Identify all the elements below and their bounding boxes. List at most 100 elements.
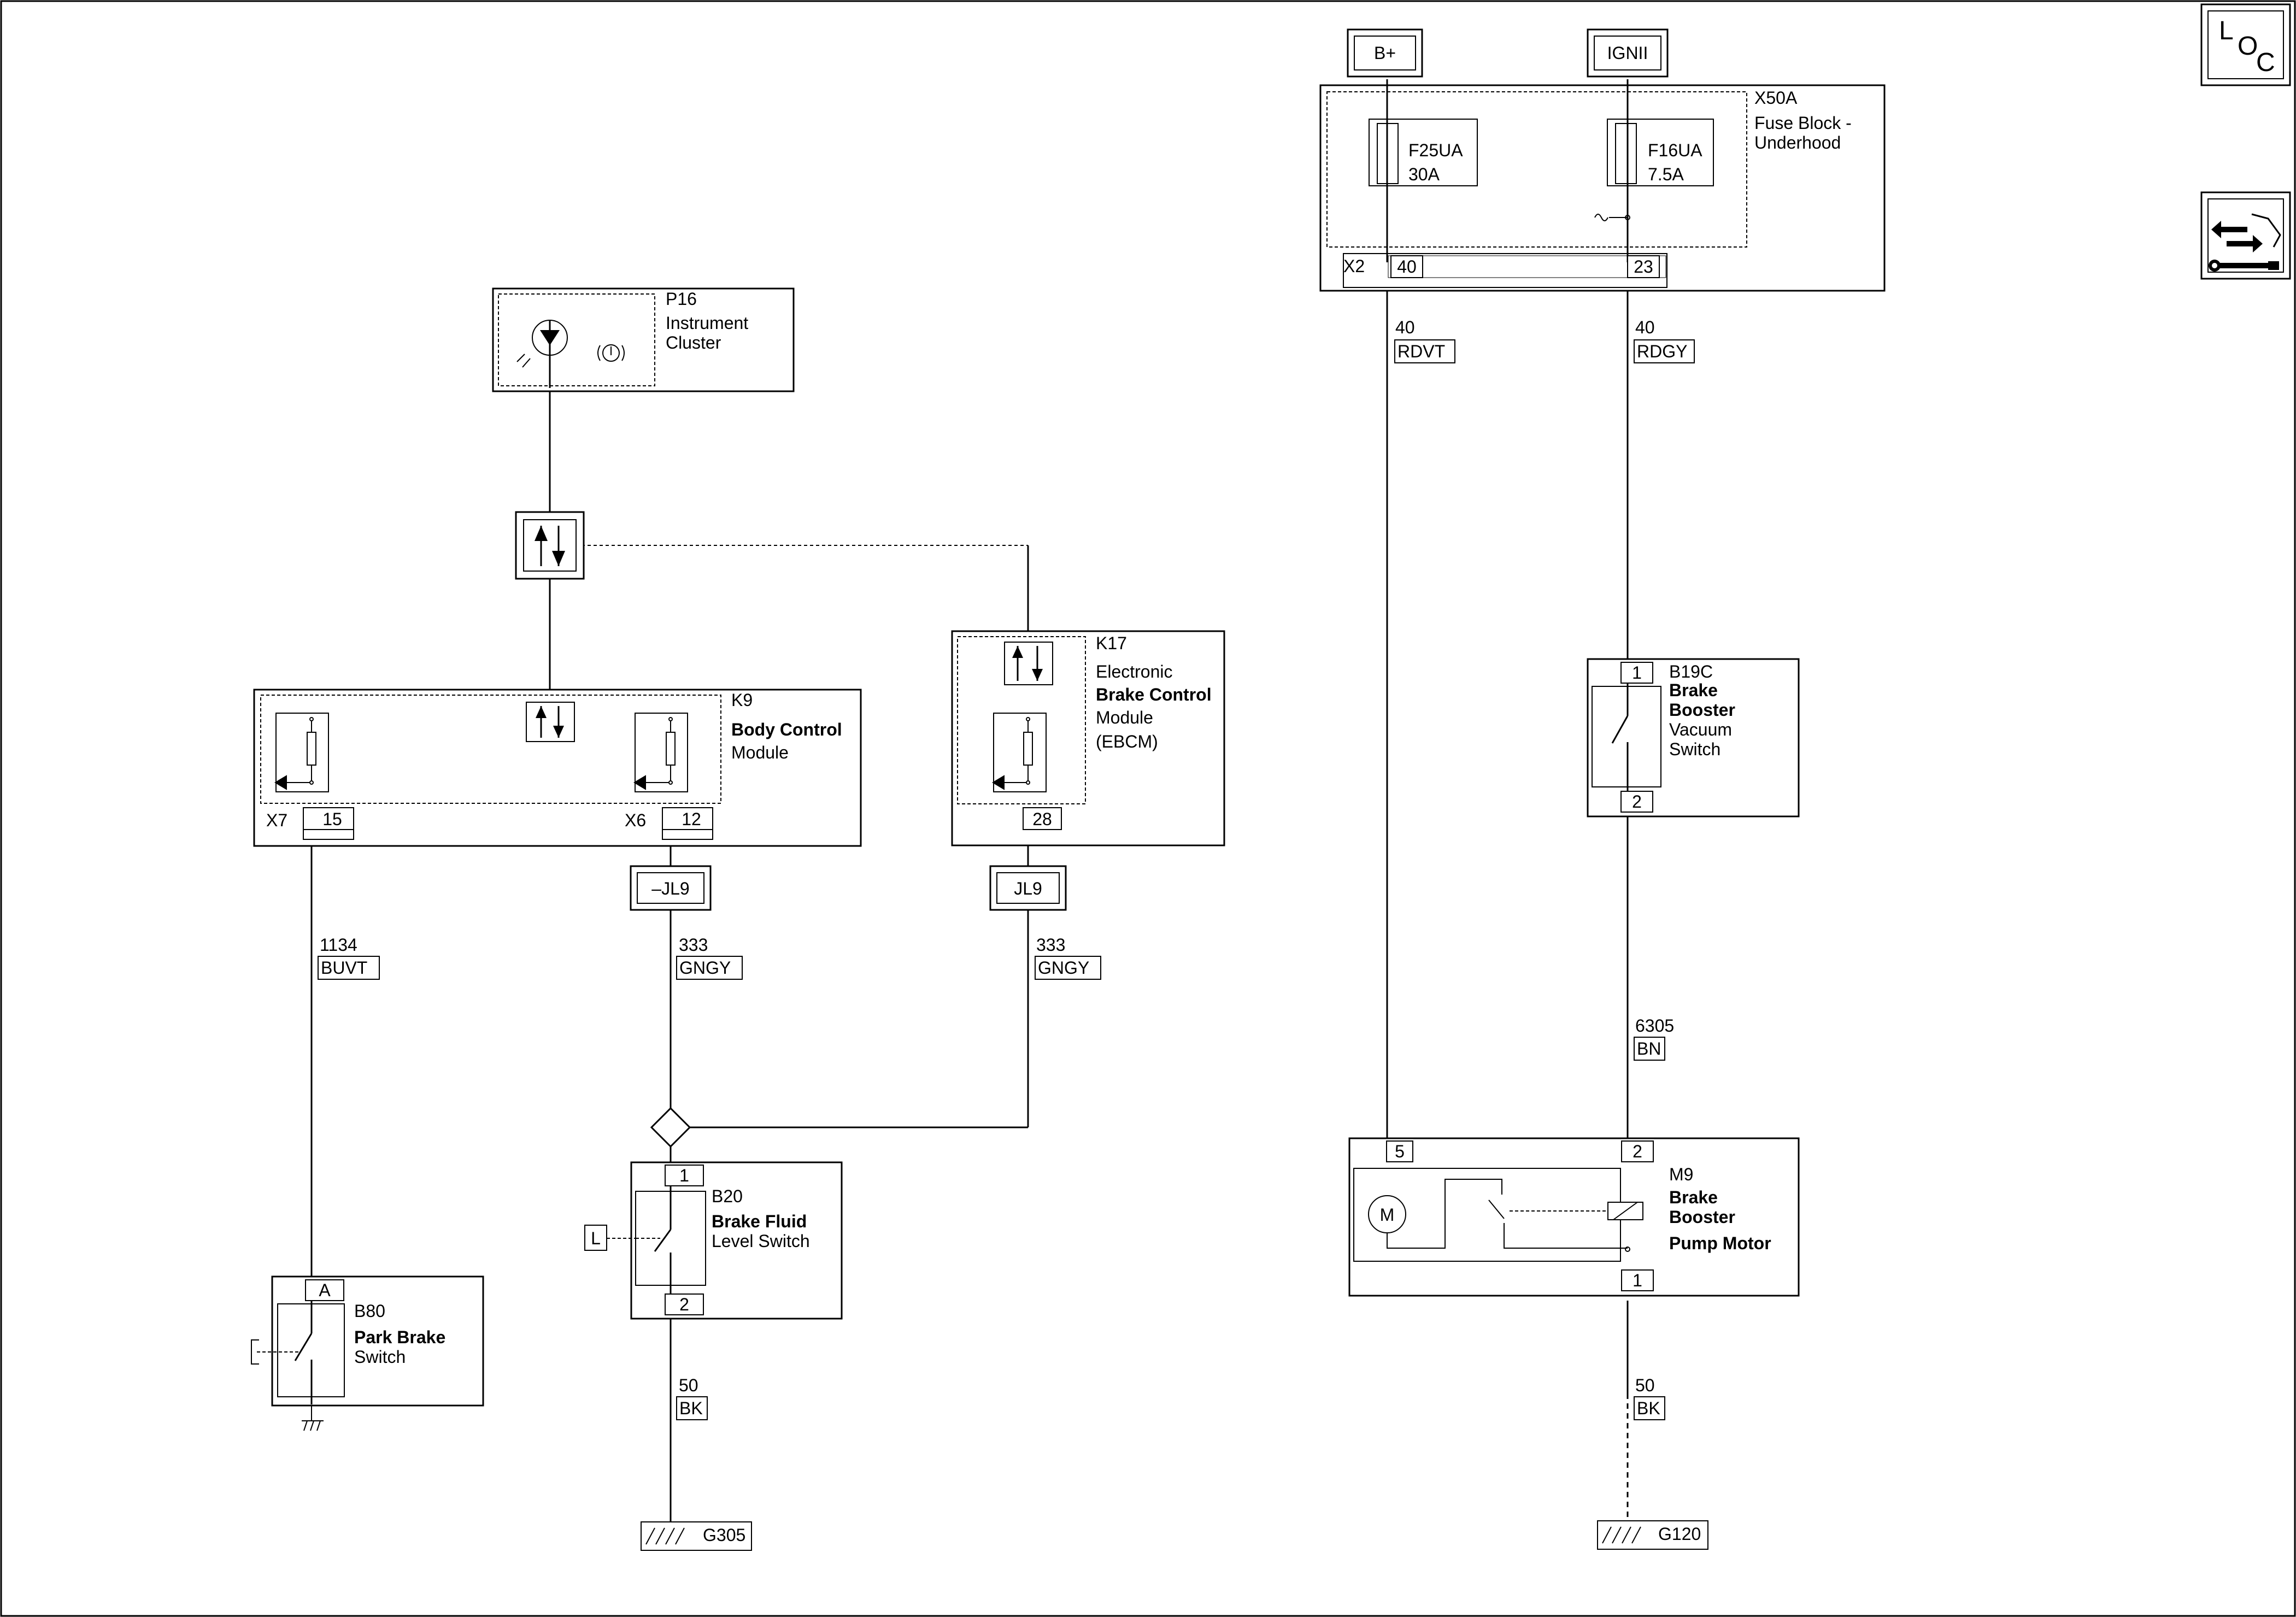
b20-switch-icon: [636, 1186, 672, 1294]
b20-name-1: Brake Fluid: [712, 1212, 807, 1231]
b19c-pin-1: 1: [1632, 663, 1642, 683]
k17-name-1: Electronic: [1096, 662, 1173, 681]
m9-id: M9: [1669, 1165, 1693, 1184]
wire-50a-color: BK: [679, 1398, 703, 1418]
locator-letter-l: L: [2219, 16, 2234, 45]
k17-serial-data-icon: [1004, 642, 1053, 685]
k17-pin-28: 28: [1032, 809, 1052, 829]
component-locator-button[interactable]: L O C: [2200, 3, 2291, 86]
wire-333a-color: GNGY: [679, 958, 731, 978]
wire-50b-number: 50: [1635, 1375, 1655, 1395]
ground-g120-label: G120: [1658, 1524, 1701, 1544]
k17-name-2: Brake Control: [1096, 685, 1212, 704]
fuse-block-x50a: F25UA 30A F16UA 7.5A X2 40 23 X50A Fuse …: [1319, 79, 1886, 292]
power-bplus-label: B+: [1347, 28, 1423, 78]
p16-name-1: Instrument: [666, 313, 748, 333]
fuse-block-id: X50A: [1754, 88, 1798, 108]
b20-side-text: L: [591, 1228, 601, 1248]
wire-333b-color: GNGY: [1038, 958, 1089, 978]
wire-40a-number: 40: [1395, 317, 1415, 337]
wires: [310, 79, 1629, 1525]
b19c-name-2: Booster: [1669, 700, 1735, 720]
wire-40b-color: RDGY: [1637, 342, 1687, 361]
b20-side-tag: L: [584, 1225, 636, 1251]
ignition-text: IGNII: [1607, 43, 1648, 63]
k9-pin-15: 15: [322, 809, 342, 829]
wire-40a-color: RDVT: [1397, 342, 1445, 361]
wire-labels: 40 RDVT 40 RDGY 1134 BUVT 333 GNGY 333 G…: [318, 317, 1695, 1420]
b19c-name-1: Brake: [1669, 680, 1718, 700]
b20-name-2: Level Switch: [712, 1231, 810, 1251]
b80-case-ground-icon: [302, 1406, 324, 1431]
m9-pin-2: 2: [1633, 1142, 1642, 1161]
fuse-f25ua-name: F25UA: [1408, 140, 1463, 160]
k9-name-2: Module: [731, 743, 789, 762]
brake-indicator-icon: [597, 344, 625, 362]
fuse-block-pin-40: 40: [1397, 257, 1417, 277]
b20-pin-1: 1: [679, 1166, 689, 1185]
wrench-arrows-icon: [2209, 213, 2281, 272]
wire-50a-number: 50: [679, 1375, 698, 1395]
b19c-name-3: Vacuum: [1669, 720, 1732, 739]
k9-connector-x7: X7: [266, 810, 287, 830]
b80-id: B80: [354, 1301, 385, 1321]
k9-pin-12: 12: [682, 809, 701, 829]
wire-333a-number: 333: [679, 935, 708, 955]
b19c-name-4: Switch: [1669, 739, 1720, 759]
b19c-id: B19C: [1669, 662, 1713, 681]
wire-1134-number: 1134: [320, 935, 357, 955]
b19c-pin-2: 2: [1632, 792, 1642, 812]
m9-name-1: Brake: [1669, 1187, 1718, 1207]
ground-g305-label: G305: [703, 1525, 745, 1545]
motor-letter: M: [1380, 1205, 1395, 1225]
k17-input-circuit-icon: [992, 713, 1047, 792]
wire-6305-number: 6305: [1635, 1016, 1674, 1036]
p16-name-2: Cluster: [666, 333, 721, 352]
b80-pin-a: A: [319, 1280, 331, 1300]
fuse-f16ua-name: F16UA: [1648, 140, 1702, 160]
repair-connector-button[interactable]: [2200, 191, 2291, 280]
k17-id: K17: [1096, 633, 1127, 653]
b19c-switch-icon: [1611, 683, 1629, 791]
wire-333b-number: 333: [1036, 935, 1065, 955]
power-ignition-label: IGNII: [1587, 28, 1669, 78]
fuse-block-pin-23: 23: [1634, 257, 1653, 277]
k9-connector-x6: X6: [625, 810, 646, 830]
wire-40b-number: 40: [1635, 317, 1655, 337]
serial-data-icon: [515, 511, 585, 580]
ebcm-k17: 28 K17 Electronic Brake Control Module (…: [951, 630, 1225, 846]
m9-name-2: Booster: [1669, 1207, 1735, 1227]
fuse-block-name-2: Underhood: [1754, 133, 1841, 152]
wire-6305-color: BN: [1637, 1039, 1661, 1059]
k17-name-4: (EBCM): [1096, 732, 1158, 751]
b80-name-1: Park Brake: [354, 1327, 445, 1347]
b20-id: B20: [712, 1186, 743, 1206]
b80-name-2: Switch: [354, 1347, 406, 1367]
wire-50b-color: BK: [1637, 1398, 1660, 1418]
wire-1134-color: BUVT: [321, 958, 367, 978]
splice-left: –JL9: [630, 865, 712, 911]
instrument-cluster-p16: P16 Instrument Cluster: [492, 287, 795, 392]
motor-icon: M: [1368, 1195, 1406, 1233]
k9-serial-data-icon: [526, 702, 575, 742]
p16-id: P16: [666, 289, 697, 309]
brake-booster-pump-motor-m9: 5 2 1 M M9 Brake Booster Pump Motor: [1348, 1137, 1800, 1297]
brake-warning-lamp-icon: [516, 320, 568, 388]
splice-left-text: –JL9: [651, 879, 689, 898]
fuse-block-name-1: Fuse Block -: [1754, 113, 1852, 133]
splice-right-text: JL9: [1014, 879, 1042, 898]
splice-right: JL9: [989, 865, 1067, 911]
splice-diamond-icon: [650, 1107, 691, 1148]
k17-name-3: Module: [1096, 708, 1153, 727]
b80-switch-icon: [251, 1301, 313, 1404]
k9-input-circuit-a-icon: [274, 713, 329, 792]
ground-g120: G120: [1597, 1520, 1708, 1550]
ground-g305: G305: [641, 1521, 752, 1551]
m9-pin-1: 1: [1633, 1271, 1642, 1290]
fuse-f25ua-rating: 30A: [1408, 164, 1440, 184]
body-control-module-k9: X7 15 X6 12 K9 Body Control Module: [253, 689, 862, 847]
brake-fluid-level-switch-b20: 1 2 B20 Brake Fluid Level Switch: [630, 1161, 843, 1320]
fuse-f16ua-rating: 7.5A: [1648, 164, 1684, 184]
k9-name-1: Body Control: [731, 720, 842, 739]
